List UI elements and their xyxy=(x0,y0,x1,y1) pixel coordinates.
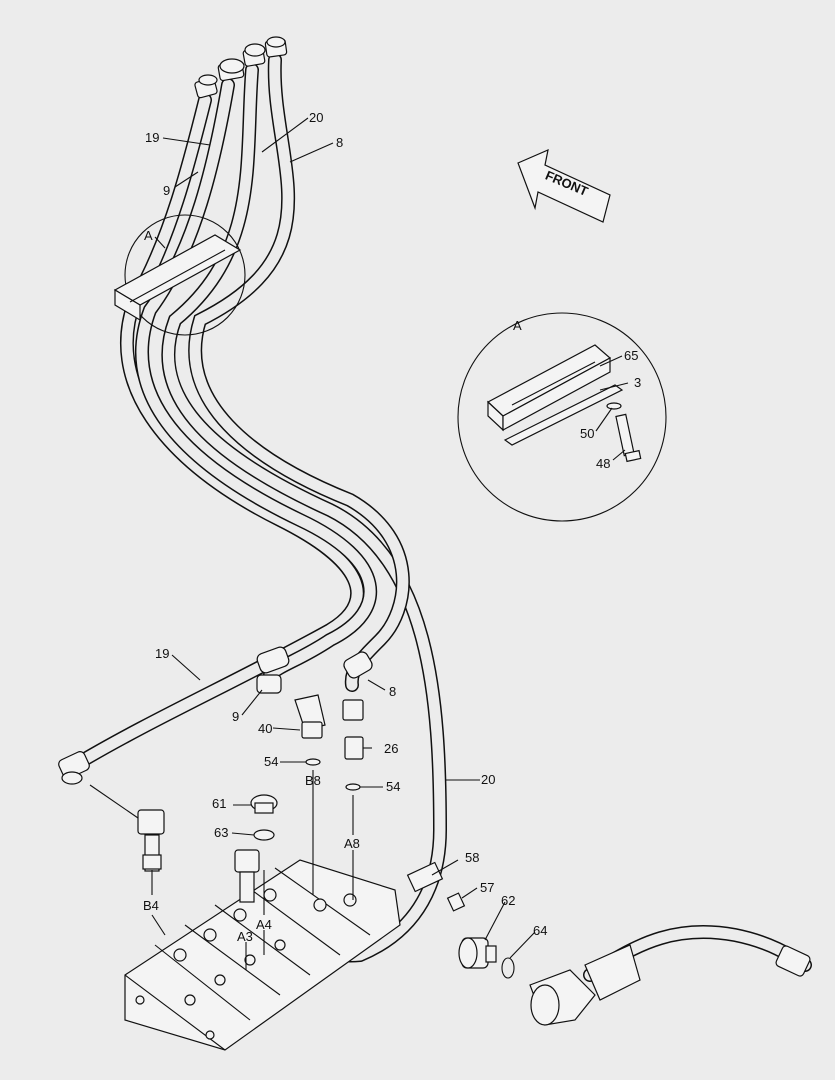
callout-a-detail: A xyxy=(513,318,522,333)
control-valve-block xyxy=(124,849,401,1051)
callout-58: 58 xyxy=(465,850,479,865)
callout-40: 40 xyxy=(258,721,272,736)
callout-19-top: 19 xyxy=(145,130,159,145)
callout-a4: A4 xyxy=(256,917,272,932)
callout-a-top: A xyxy=(144,228,153,243)
callout-61: 61 xyxy=(212,796,226,811)
detail-view-a xyxy=(457,312,667,522)
callout-9-top: 9 xyxy=(163,183,170,198)
callout-48: 48 xyxy=(596,456,610,471)
callout-20-bottom: 20 xyxy=(481,772,495,787)
callout-50: 50 xyxy=(580,426,594,441)
callout-labels: 19 9 20 8 A A 65 3 50 48 19 9 8 40 26 54… xyxy=(143,110,641,944)
callout-62: 62 xyxy=(501,893,515,908)
front-direction-arrow-icon: FRONT xyxy=(517,148,611,223)
callout-b8: B8 xyxy=(305,773,321,788)
callout-b4: B4 xyxy=(143,898,159,913)
callout-a8: A8 xyxy=(344,836,360,851)
callout-57: 57 xyxy=(480,880,494,895)
callout-19-bottom: 19 xyxy=(155,646,169,661)
leader-lines xyxy=(89,117,629,970)
callout-20-top: 20 xyxy=(309,110,323,125)
callout-8-bottom: 8 xyxy=(389,684,396,699)
callout-3: 3 xyxy=(634,375,641,390)
top-fittings xyxy=(194,36,288,99)
callout-8-top: 8 xyxy=(336,135,343,150)
hose-group xyxy=(68,53,812,982)
callout-65: 65 xyxy=(624,348,638,363)
callout-26: 26 xyxy=(384,741,398,756)
callout-54-left: 54 xyxy=(264,754,278,769)
callout-63: 63 xyxy=(214,825,228,840)
lower-fittings xyxy=(58,646,811,1026)
callout-a3: A3 xyxy=(237,929,253,944)
callout-64: 64 xyxy=(533,923,547,938)
callout-9-bottom: 9 xyxy=(232,709,239,724)
hose-clamp-a xyxy=(113,214,246,336)
callout-54-right: 54 xyxy=(386,779,400,794)
